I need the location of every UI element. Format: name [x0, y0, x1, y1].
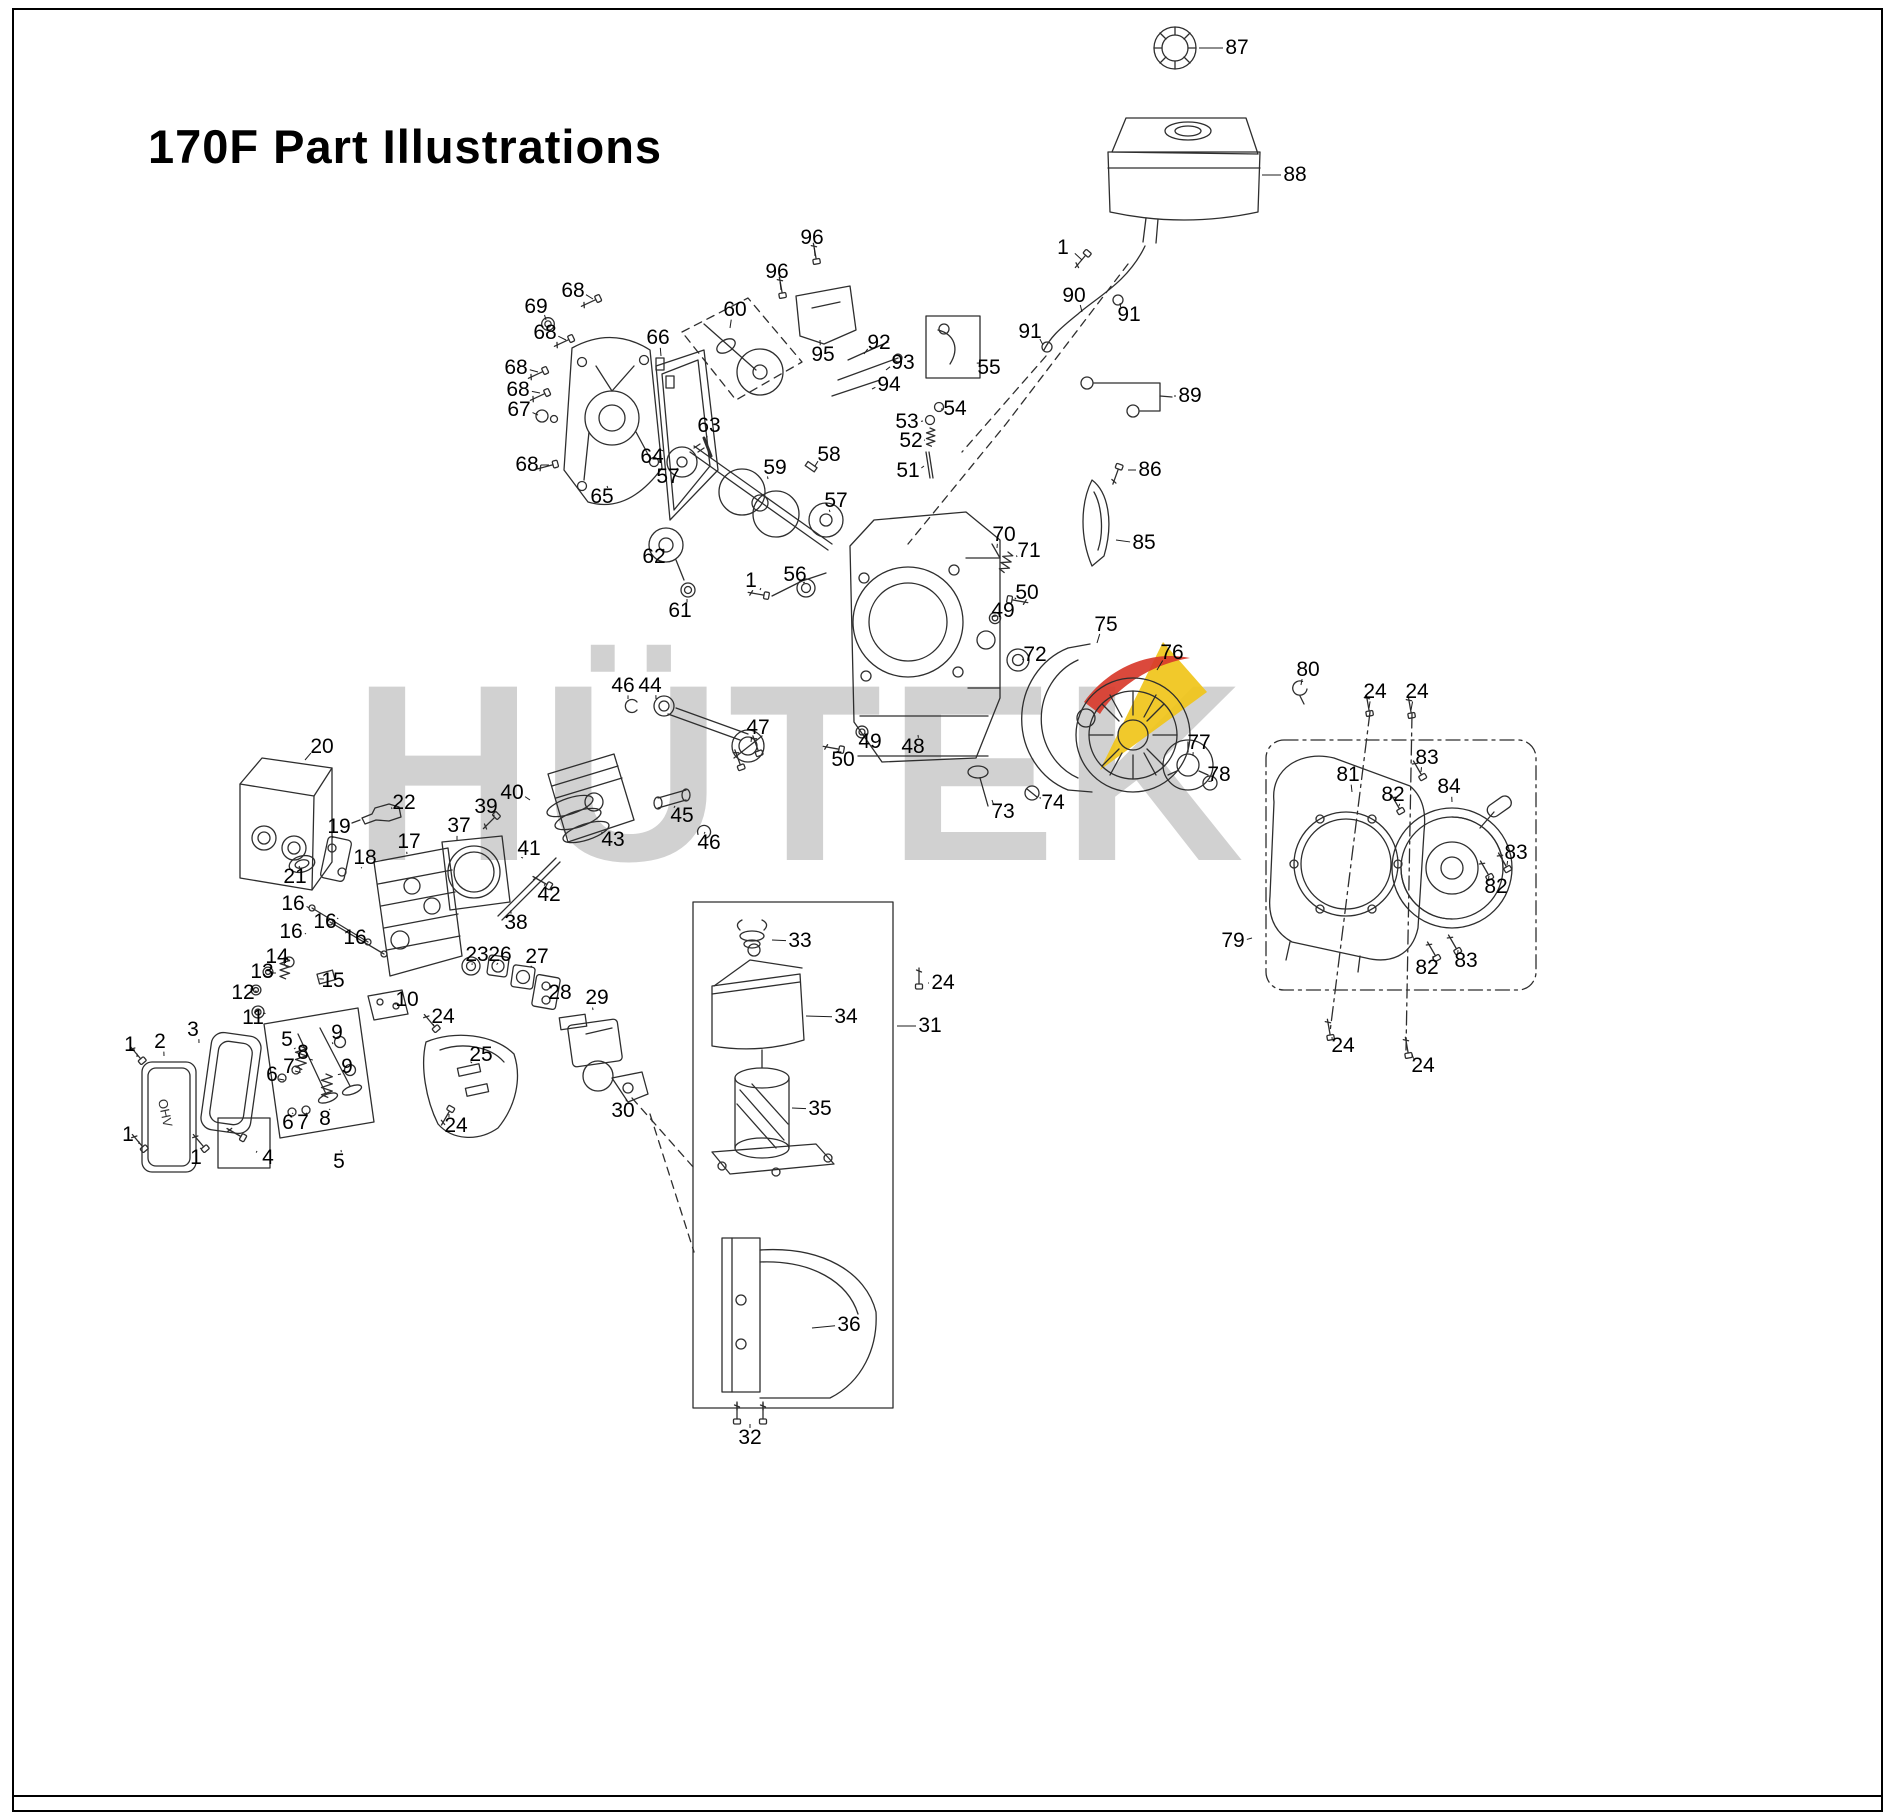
- carb-gaskets-art: [462, 955, 561, 1010]
- tensioner-art: [1083, 462, 1124, 566]
- connecting-rod-art: [654, 696, 764, 772]
- fuel-line-art: [1042, 246, 1145, 352]
- piston-art: [548, 698, 714, 843]
- push-rods-art: [309, 905, 387, 984]
- flywheel-art: [1076, 678, 1190, 792]
- page-title: 170F Part Illustrations: [148, 120, 663, 174]
- fuel-cap-art: [1154, 27, 1196, 69]
- valve-group-art: [264, 1008, 374, 1138]
- spark-plug-art: [352, 804, 401, 824]
- cover-bolts-art: [526, 293, 603, 473]
- cylinder-head-art: [374, 836, 510, 976]
- crankcase-cover-art: [564, 337, 662, 504]
- air-filter-cover-art: [712, 944, 804, 1049]
- fuel-tank-art: [1108, 118, 1260, 243]
- choke-rod-art: [926, 403, 944, 479]
- fuel-joint-art: [1081, 377, 1172, 417]
- camshaft-art: [682, 298, 802, 400]
- wing-nut-art: [737, 920, 766, 948]
- carburetor-art: [559, 1014, 648, 1102]
- starter-cup-art: [1163, 740, 1217, 790]
- filter-element-art: [712, 1050, 834, 1176]
- watermark-accent: [1084, 642, 1207, 770]
- guide-plate-art: [368, 990, 408, 1020]
- valve-spring-stack-art: [250, 957, 294, 1018]
- governor-shaft-art: [988, 544, 1030, 625]
- oil-seal-art: [746, 573, 826, 601]
- tappet-art: [656, 358, 711, 456]
- bottom-screws-art: [732, 967, 924, 1425]
- crankshaft-art: [667, 444, 843, 550]
- governor-gear-art: [649, 528, 696, 598]
- intake-bracket-art: [722, 1238, 876, 1398]
- breather-art: [926, 316, 980, 378]
- muffler-art: [240, 758, 332, 890]
- linkage-art: [775, 241, 902, 396]
- air-filter-group-box: [693, 902, 893, 1408]
- exhaust-gasket-art: [287, 836, 352, 882]
- piston-rings-art: [545, 791, 612, 847]
- footer-divider: [12, 1795, 1883, 1797]
- valve-cover-label: OHV: [155, 1098, 176, 1129]
- routing-dash-lines: [632, 264, 1128, 1252]
- shroud-art: [1022, 644, 1095, 792]
- head-bolts-art: [480, 810, 560, 920]
- valve-cover-art: OHV: [127, 1043, 211, 1172]
- cover-gasket3-art: [199, 1031, 270, 1168]
- assembly-dashdot-lines: [1266, 712, 1536, 1050]
- heat-shield-art: [421, 1011, 518, 1137]
- clip-art: [1289, 678, 1310, 704]
- recoil-starter-art: [1392, 794, 1514, 928]
